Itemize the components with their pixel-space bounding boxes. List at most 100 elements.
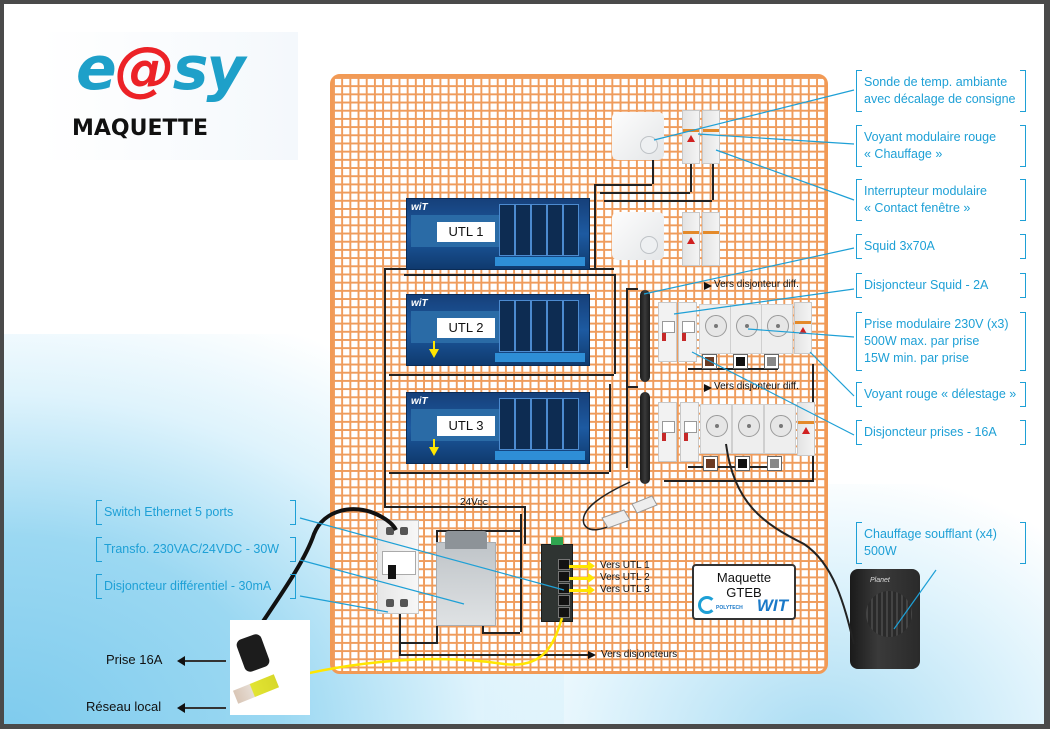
wire bbox=[384, 506, 526, 508]
red-light-icon bbox=[799, 327, 807, 334]
ethernet-switch bbox=[541, 537, 573, 622]
diagram-page: e@sy MAQUETTE wiT UTL 1 bbox=[4, 4, 1044, 724]
wire bbox=[389, 472, 609, 474]
rj45-port bbox=[558, 559, 570, 570]
heating-indicator-2 bbox=[682, 212, 700, 266]
chip-core bbox=[706, 459, 715, 468]
callout-fan-heater: Chauffage soufflant (x4) 500W bbox=[856, 522, 1026, 564]
breaker-face bbox=[382, 551, 416, 575]
yellow-arrow-utl1 bbox=[569, 561, 595, 571]
wire bbox=[399, 612, 401, 655]
arrow-vers-diff bbox=[704, 384, 712, 392]
callout-squid-breaker: Disjoncteur Squid - 2A bbox=[856, 273, 1026, 298]
terminal bbox=[400, 527, 408, 535]
label-local-network: Réseau local bbox=[86, 699, 162, 714]
load-shedding-indicator-1 bbox=[794, 302, 812, 354]
callout-line: avec décalage de consigne bbox=[864, 92, 1016, 106]
gteb-nameplate: Maquette GTEB POLYTECH WIT bbox=[692, 564, 796, 620]
callout-line: Switch Ethernet 5 ports bbox=[104, 505, 234, 519]
chip-core bbox=[770, 459, 779, 468]
wire bbox=[482, 620, 484, 632]
leader-line bbox=[715, 149, 855, 201]
squid-breaker-1 bbox=[658, 302, 677, 362]
socket-face bbox=[770, 415, 792, 437]
label-vers-diff-2: Vers disjonteur diff. bbox=[714, 381, 799, 392]
socket-breaker-1 bbox=[678, 302, 697, 362]
utl-brand: wiT bbox=[411, 396, 428, 407]
rj45-port bbox=[558, 571, 570, 582]
io-card bbox=[499, 398, 515, 450]
io-card bbox=[531, 204, 547, 256]
label-vers-utl-3: Vers UTL 3 bbox=[600, 584, 650, 595]
utl-label: UTL 1 bbox=[437, 222, 495, 242]
heater-brand: Planet bbox=[870, 577, 890, 584]
leader-line bbox=[643, 247, 855, 295]
io-card bbox=[531, 300, 547, 352]
utl-label: UTL 3 bbox=[437, 416, 495, 436]
utl-brand: wiT bbox=[411, 298, 428, 309]
io-card bbox=[547, 300, 563, 352]
wire bbox=[652, 159, 654, 184]
utl-module-1: wiT UTL 1 bbox=[406, 198, 590, 270]
chip-core bbox=[767, 357, 776, 366]
logo-subtitle: MAQUETTE bbox=[72, 116, 209, 141]
modular-socket bbox=[699, 304, 731, 354]
io-card bbox=[547, 204, 563, 256]
callout-line: Prise modulaire 230V (x3) bbox=[864, 317, 1009, 331]
leader-line bbox=[893, 569, 937, 630]
network-cable bbox=[265, 617, 564, 686]
modular-socket bbox=[732, 404, 764, 454]
callout-line: Chauffage soufflant (x4) bbox=[864, 527, 997, 541]
logo: e@sy MAQUETTE bbox=[40, 32, 298, 160]
differential-breaker bbox=[377, 520, 419, 614]
relay-chip bbox=[764, 354, 779, 369]
breaker-handle bbox=[388, 565, 396, 579]
arrow-left-icon bbox=[177, 656, 226, 666]
io-card bbox=[499, 300, 515, 352]
wire bbox=[626, 288, 628, 468]
yellow-arrow-utl2 bbox=[569, 573, 595, 583]
relay-chip bbox=[735, 456, 750, 471]
window-switch-1 bbox=[702, 110, 720, 164]
callout-line: Squid 3x70A bbox=[864, 239, 935, 253]
setpoint-knob bbox=[640, 236, 658, 254]
polytech-logo-text: POLYTECH bbox=[716, 605, 743, 611]
leader-line bbox=[653, 89, 855, 141]
stripe bbox=[795, 321, 811, 324]
wire bbox=[389, 374, 614, 376]
callout-line: Transfo. 230VAC/24VDC - 30W bbox=[104, 542, 280, 556]
handle bbox=[662, 321, 675, 333]
wire bbox=[626, 288, 638, 290]
wire bbox=[626, 386, 638, 388]
callout-squid: Squid 3x70A bbox=[856, 234, 1026, 259]
leader-line bbox=[299, 517, 565, 591]
io-card bbox=[547, 398, 563, 450]
wire bbox=[399, 654, 589, 656]
socket-face bbox=[738, 415, 760, 437]
relay-chip bbox=[733, 354, 748, 369]
wire bbox=[482, 632, 520, 634]
wire bbox=[614, 274, 616, 374]
wire bbox=[690, 159, 692, 192]
socket-face bbox=[736, 315, 758, 337]
polytech-logo-icon bbox=[698, 596, 716, 614]
socket-face bbox=[706, 415, 728, 437]
callout-socket-breaker: Disjoncteur prises - 16A bbox=[856, 420, 1026, 445]
io-card bbox=[531, 398, 547, 450]
stripe bbox=[703, 129, 719, 132]
logo-at: @ bbox=[114, 34, 175, 104]
utl-module-3: wiT UTL 3 bbox=[406, 392, 590, 464]
callout-line: « Contact fenêtre » bbox=[864, 201, 971, 215]
label-vers-disjoncteurs: Vers disjoncteurs bbox=[601, 649, 678, 660]
terminal-block bbox=[495, 353, 585, 362]
yellow-arrow-icon bbox=[429, 439, 439, 456]
power-connector bbox=[551, 537, 563, 545]
callout-ethernet-switch: Switch Ethernet 5 ports bbox=[96, 500, 296, 525]
wire bbox=[609, 384, 611, 472]
handle bbox=[682, 321, 695, 333]
logo-wordmark: e@sy bbox=[76, 34, 246, 104]
wire bbox=[384, 268, 386, 508]
io-card bbox=[499, 204, 515, 256]
rj45-port bbox=[558, 607, 570, 618]
wit-logo: WIT bbox=[756, 596, 788, 615]
